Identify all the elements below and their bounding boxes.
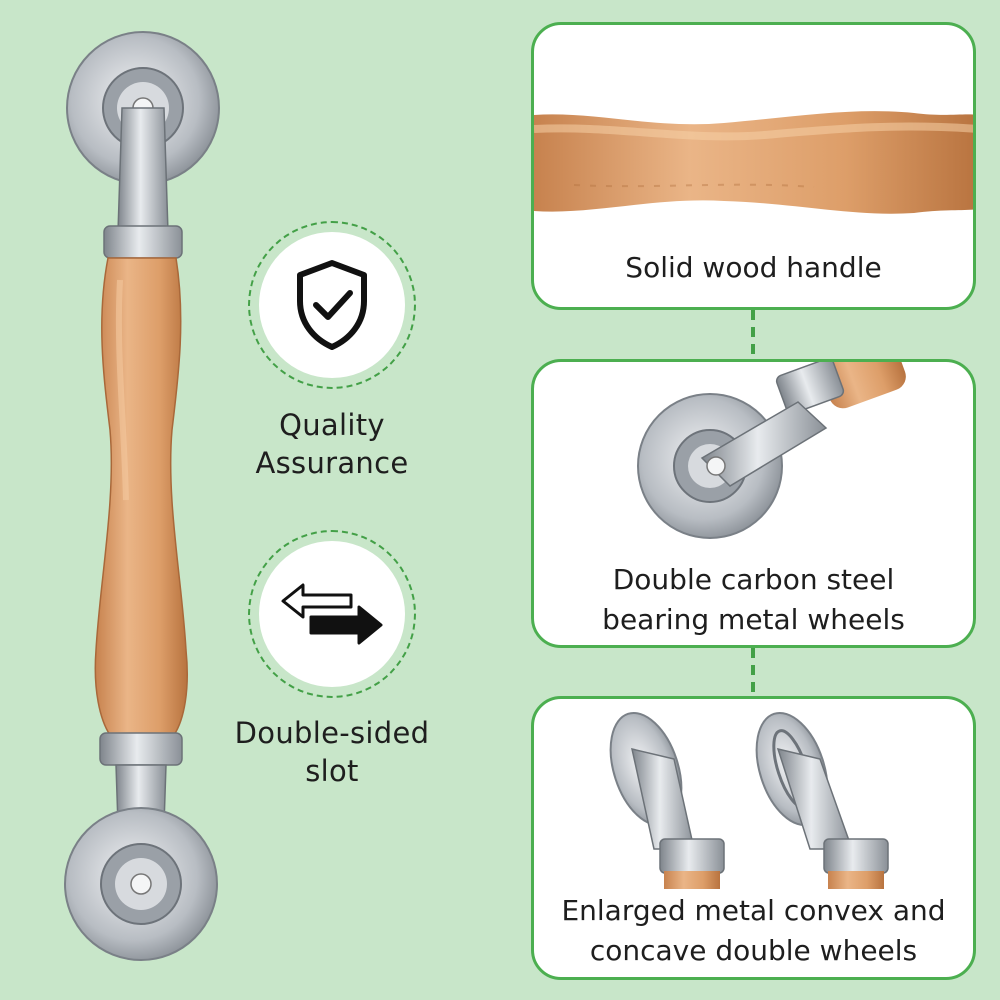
wood-handle-photo — [534, 111, 973, 214]
convex-concave-wheels-caption: Enlarged metal convex and concave double… — [561, 894, 946, 967]
wooden-handle — [94, 257, 188, 736]
top-ferrule — [103, 225, 183, 259]
bearing-wheel-photo — [637, 362, 906, 539]
bottom-wheel — [64, 807, 218, 961]
top-fork — [117, 107, 169, 233]
quality-assurance-label: Quality Assurance — [255, 408, 409, 480]
quality-assurance-badge — [248, 221, 416, 389]
bearing-wheels-caption: Double carbon steel bearing metal wheels — [602, 563, 905, 636]
shield-check-icon — [297, 260, 367, 350]
card-connector — [751, 310, 755, 362]
convex-concave-wheels-photo — [609, 711, 889, 889]
double-sided-slot-label: Double-sided slot — [234, 716, 430, 788]
double-sided-slot-badge — [248, 530, 416, 698]
card-connector — [751, 648, 755, 696]
wood-handle-card: Solid wood handle — [531, 22, 976, 310]
wood-handle-caption: Solid wood handle — [625, 251, 882, 284]
bottom-ferrule — [99, 732, 183, 766]
bearing-wheels-card: Double carbon steel bearing metal wheels — [531, 359, 976, 648]
double-arrow-icon — [281, 583, 383, 645]
screen-roller-tool-image — [64, 31, 220, 961]
convex-concave-wheels-card: Enlarged metal convex and concave double… — [531, 696, 976, 980]
